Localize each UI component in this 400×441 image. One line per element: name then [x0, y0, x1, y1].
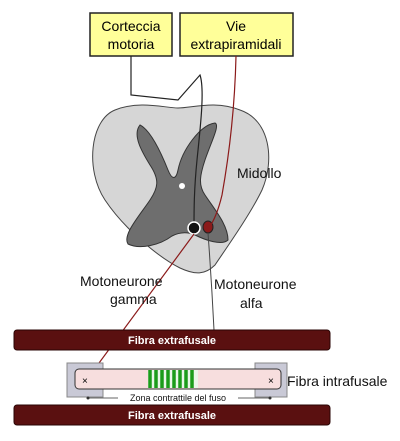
cortex-pathway: [130, 56, 203, 229]
gamma-efferent-axon: [87, 233, 195, 379]
intrafusal-fiber-label: Fibra intrafusale: [287, 373, 388, 389]
extrafusal-fiber-bottom: Fibra extrafusale: [13, 404, 331, 426]
extrapyramidal-label-line1: Vie: [226, 18, 246, 34]
spindle-coil-icon: [148, 370, 198, 388]
extrapyramidal-pathway: [209, 55, 237, 227]
spinal-cord-label: Midollo: [237, 165, 282, 181]
motor-cortex-label-line1: Corteccia: [101, 18, 160, 34]
spindle-end-left-icon: ×: [82, 376, 88, 387]
extrafusal-fiber-top-label: Fibra extrafusale: [128, 335, 216, 347]
extrafusal-fiber-bottom-label: Fibra extrafusale: [128, 410, 216, 422]
alpha-label-line2: alfa: [240, 295, 263, 311]
alpha-efferent-axon: [207, 232, 215, 331]
motor-cortex-label-line2: motoria: [108, 36, 155, 52]
spinal-cord-section: [92, 104, 270, 274]
extrapyramidal-label-line2: extrapiramidali: [190, 36, 281, 52]
spindle-end-right-icon: ×: [268, 376, 274, 387]
alpha-label-line1: Motoneurone: [214, 276, 297, 292]
gamma-label-line1: Motoneurone: [80, 273, 163, 289]
gamma-label-line2: gamma: [110, 291, 157, 307]
extrapyramidal-box: Vie extrapiramidali: [179, 12, 294, 57]
motor-cortex-box: Corteccia motoria: [89, 12, 173, 57]
gamma-motoneuron-soma: [187, 221, 201, 235]
extrafusal-fiber-top: Fibra extrafusale: [13, 329, 331, 351]
contractile-zone-label: Zona contrattile del fuso: [130, 393, 226, 403]
muscle-spindle: × × Zona contrattile del fuso: [66, 362, 288, 403]
grey-matter: [126, 122, 229, 248]
